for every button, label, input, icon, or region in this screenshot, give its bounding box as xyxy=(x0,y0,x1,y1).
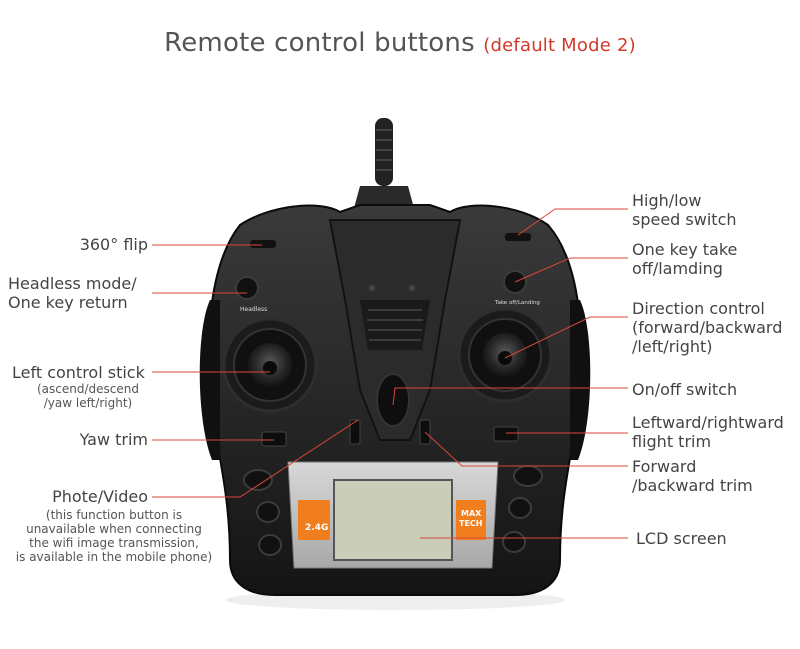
label-direction-line1: Direction control xyxy=(632,299,765,318)
label-left-stick-sub: (ascend/descend /yaw left/right) xyxy=(24,382,152,410)
label-fb-line1: Forward xyxy=(632,457,697,476)
label-left-stick-sub2: /yaw left/right) xyxy=(43,396,133,410)
label-lcd-screen: LCD screen xyxy=(636,529,727,548)
label-fb-trim: Forward /backward trim xyxy=(632,457,753,495)
label-on-off-switch: On/off switch xyxy=(632,380,737,399)
right-grip xyxy=(570,300,591,460)
lcd-badge-right xyxy=(456,500,486,540)
label-360-flip: 360° flip xyxy=(80,235,148,254)
leader-takeoff xyxy=(514,257,628,283)
antenna xyxy=(354,118,414,208)
left-grip xyxy=(199,300,220,460)
right-side-buttons[interactable] xyxy=(502,465,543,553)
leader-direction xyxy=(504,316,628,359)
label-360-flip-text: 360° flip xyxy=(79,235,148,254)
lcd-screen xyxy=(333,479,453,561)
left-control-stick[interactable] xyxy=(222,317,318,413)
leader-fb-trim xyxy=(424,431,628,467)
label-fb-line2: /backward trim xyxy=(632,476,753,495)
label-speed-switch: High/low speed switch xyxy=(632,191,737,229)
power-switch-body xyxy=(376,373,410,427)
flip-shoulder-button[interactable] xyxy=(250,240,276,248)
label-left-control-stick: Left control stick xyxy=(12,363,145,382)
right-control-stick[interactable] xyxy=(457,307,553,403)
label-lateral-line1: Leftward/rightward xyxy=(632,413,784,432)
label-yaw-trim: Yaw trim xyxy=(80,430,148,449)
takeoff-button-label: Take off/Landing xyxy=(494,300,540,306)
speed-shoulder-button[interactable] xyxy=(505,233,531,241)
lcd-badge-right-text-1: MAX xyxy=(461,509,482,518)
label-direction-line3: /left/right) xyxy=(632,337,713,356)
label-yaw-trim-text: Yaw trim xyxy=(79,430,148,449)
leader-power xyxy=(392,387,628,406)
label-speed-line2: speed switch xyxy=(632,210,737,229)
lcd-badge-right-text-2: TECH xyxy=(459,519,483,528)
leader-speed xyxy=(517,208,628,236)
label-takeoff-line2: off/lamding xyxy=(632,259,723,278)
label-photo-video-text: Phote/Video xyxy=(52,487,148,506)
label-speed-line1: High/low xyxy=(632,191,702,210)
label-left-stick-sub1: (ascend/descend xyxy=(37,382,139,396)
diagram-title: Remote control buttons (default Mode 2) xyxy=(0,28,800,58)
label-takeoff-landing: One key take off/lamding xyxy=(632,240,737,278)
label-photo-sub4: is available in the mobile phone) xyxy=(15,550,213,564)
lcd-badge-left-text: 2.4G xyxy=(305,523,328,533)
power-led-left xyxy=(369,285,375,291)
yaw-trim[interactable] xyxy=(261,431,287,447)
leader-photo xyxy=(152,419,359,498)
headless-button-label: Headless xyxy=(240,306,267,313)
left-side-buttons[interactable] xyxy=(243,469,282,556)
label-direction-line2: (forward/backward xyxy=(632,318,783,337)
label-lateral-line2: flight trim xyxy=(632,432,712,451)
left-vertical-trim[interactable] xyxy=(349,419,361,445)
label-photo-sub3: the wifi image transmission, xyxy=(29,536,199,550)
label-headless-mode: Headless mode/ One key return xyxy=(8,274,137,312)
label-lcd-text: LCD screen xyxy=(636,529,727,548)
title-subtitle: default Mode 2 xyxy=(490,35,629,56)
headless-button[interactable] xyxy=(235,276,259,300)
label-headless-line1: Headless mode/ xyxy=(8,274,137,293)
label-photo-sub2: unavailable when connecting xyxy=(26,522,202,536)
label-photo-video: Phote/Video xyxy=(52,487,148,506)
title-sub-wrap: (default Mode 2) xyxy=(483,35,636,56)
title-main: Remote control buttons xyxy=(164,28,475,58)
title-paren-open: ( xyxy=(483,35,491,56)
center-vent-lines xyxy=(367,309,423,341)
label-left-stick-text: Left control stick xyxy=(12,363,145,382)
center-vent xyxy=(360,300,430,350)
label-headless-line2: One key return xyxy=(8,293,128,312)
title-paren-close: ) xyxy=(628,35,636,56)
leader-lines xyxy=(152,208,628,539)
lateral-trim[interactable] xyxy=(493,426,519,442)
label-on-off-text: On/off switch xyxy=(632,380,738,399)
label-photo-video-sub: (this function button is unavailable whe… xyxy=(8,508,220,564)
label-takeoff-line1: One key take xyxy=(632,240,738,259)
label-direction-control: Direction control (forward/backward /lef… xyxy=(632,299,782,356)
power-led-right xyxy=(409,285,415,291)
label-photo-sub1: (this function button is xyxy=(45,508,183,522)
lcd-badge-left xyxy=(298,500,330,540)
label-lateral-trim: Leftward/rightward flight trim xyxy=(632,413,784,451)
